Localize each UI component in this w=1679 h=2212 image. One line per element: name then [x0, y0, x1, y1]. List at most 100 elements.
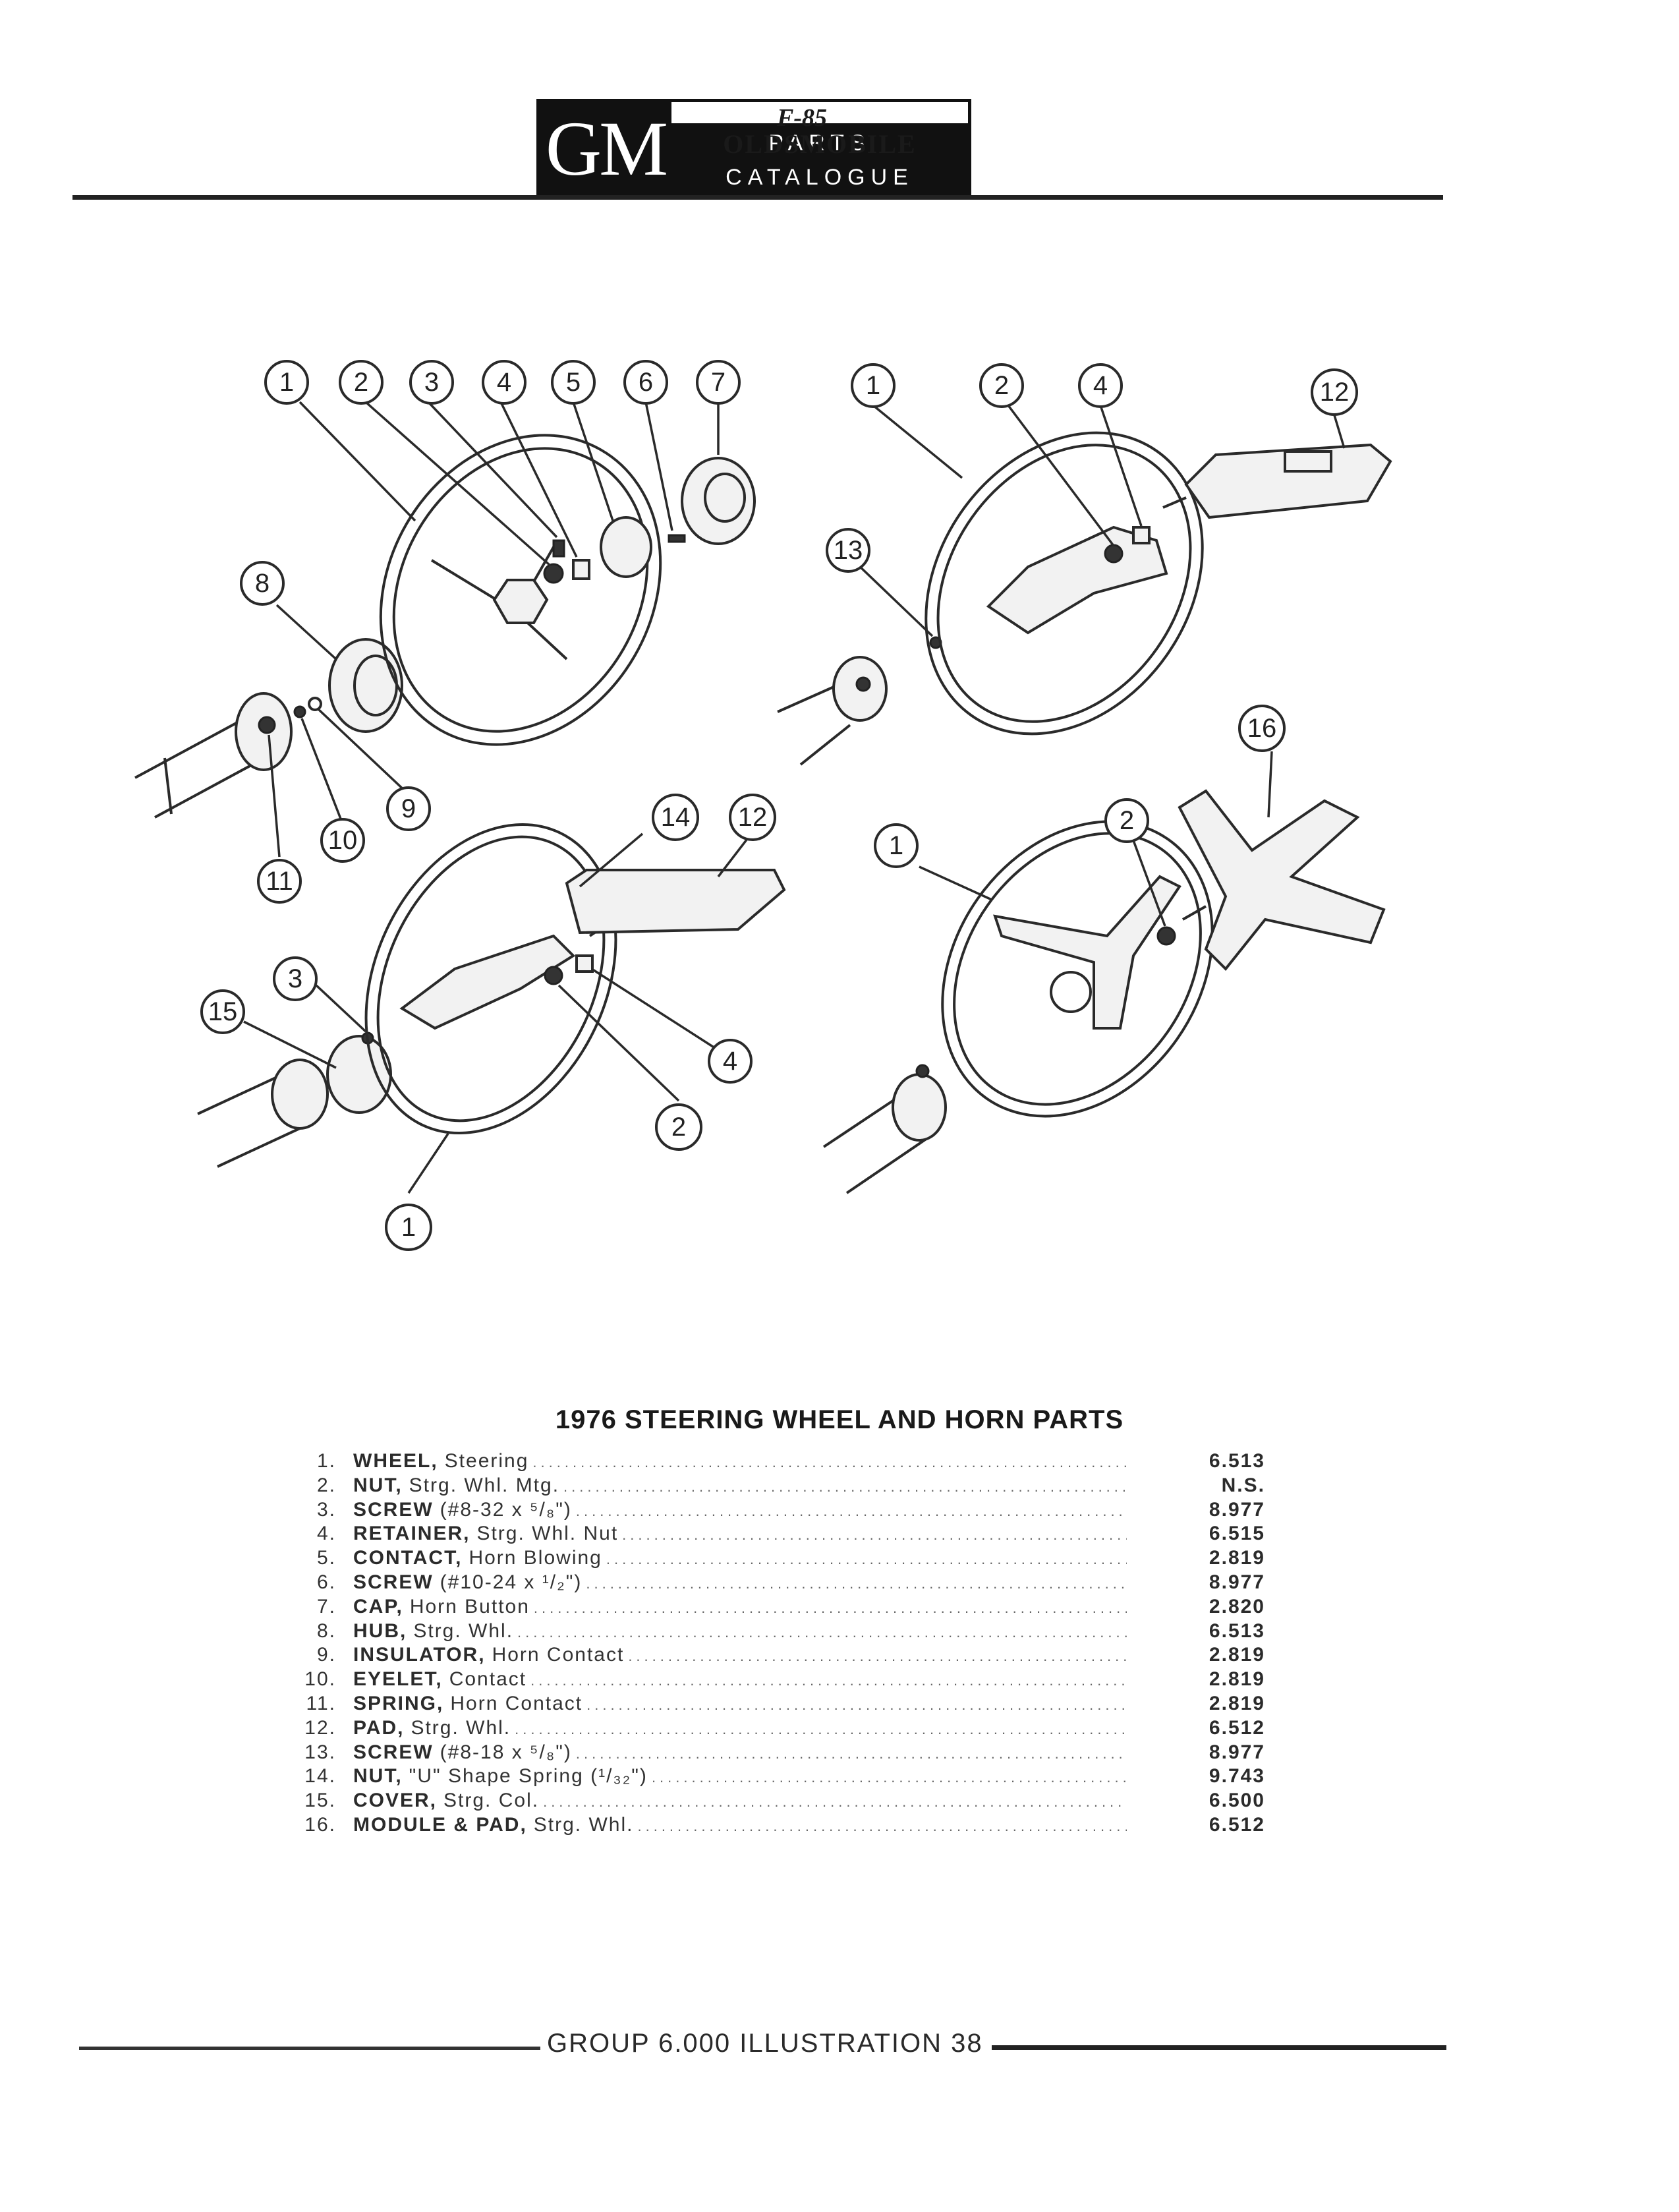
column-contact-d: [915, 1064, 930, 1078]
retainer-4-b: [1132, 526, 1151, 544]
part-name: HUB,: [353, 1619, 407, 1642]
callout-2d: 2: [1104, 798, 1149, 843]
part-reference: 8.977: [1209, 1571, 1265, 1593]
leader-dots: ........................................…: [606, 1551, 1127, 1568]
leader-6a: [644, 401, 673, 531]
part-name: NUT,: [353, 1474, 403, 1496]
callout-2c: 2: [655, 1103, 702, 1151]
parts-list-row: 16. MODULE & PAD, Strg. Whl...............…: [277, 1814, 1265, 1838]
part-reference: 6.513: [1209, 1450, 1265, 1472]
svg-text:14: 14: [661, 803, 691, 832]
callout-12c: 12: [729, 794, 776, 841]
leader-dots: ........................................…: [543, 1793, 1127, 1811]
svg-text:12: 12: [1320, 378, 1350, 407]
parts-list-row: 12.PAD,Strg. Whl........................…: [277, 1717, 1265, 1741]
cap-7-inner: [704, 473, 746, 523]
column-end-c: [271, 1059, 329, 1130]
leader-11: [268, 734, 281, 858]
svg-text:5: 5: [566, 368, 581, 397]
part-number: 5.: [316, 1547, 336, 1569]
callout-13: 13: [826, 528, 870, 573]
leader-dots: ........................................…: [517, 1623, 1127, 1641]
part-name: SPRING,: [353, 1692, 444, 1714]
part-name: PAD,: [353, 1716, 405, 1739]
svg-text:4: 4: [497, 368, 511, 397]
leader-2b: [1007, 404, 1115, 547]
part-name: MODULE & PAD,: [353, 1813, 527, 1836]
leader-15: [243, 1020, 337, 1069]
callout-7a: 7: [696, 360, 741, 405]
svg-text:1: 1: [866, 371, 880, 400]
callout-1b: 1: [851, 363, 896, 408]
spring-11: [258, 716, 276, 734]
leader-2d: [1132, 840, 1166, 927]
part-number: 14.: [304, 1765, 336, 1788]
logo-brand: OLDSMOBILE: [723, 129, 917, 159]
logo-top: F-85 OLDSMOBILE: [671, 102, 968, 159]
part-number: 7.: [316, 1595, 336, 1617]
part-number: 16.: [304, 1813, 336, 1836]
insulator-9: [308, 697, 322, 711]
screw-3-a: [552, 539, 565, 558]
wheel-b: [925, 431, 1204, 736]
module-pad-16: [1178, 789, 1386, 971]
part-description: Steering: [444, 1450, 529, 1472]
svg-text:2: 2: [354, 368, 368, 397]
callout-1d: 1: [874, 823, 919, 868]
leader-dots: ........................................…: [575, 1502, 1127, 1519]
retainer-4-a: [572, 559, 590, 580]
leader-12c: [717, 832, 753, 878]
leader-4c: [591, 968, 716, 1049]
leader-dots: ........................................…: [586, 1696, 1127, 1713]
part-description: (#8-18 x ⁵/₈"): [440, 1741, 572, 1763]
wheel-c-inner: [376, 835, 606, 1122]
nut-2-d: [1156, 926, 1176, 946]
leader-dots: ........................................…: [637, 1817, 1127, 1834]
leader-10: [300, 718, 344, 825]
svg-text:1: 1: [279, 368, 294, 397]
part-reference: 2.819: [1209, 1692, 1265, 1714]
parts-list-row: 13.SCREW(#8-18 x ⁵/₈")..................…: [277, 1741, 1265, 1766]
pad-12-b: [1184, 443, 1392, 519]
part-number: 4.: [316, 1523, 336, 1545]
part-description: Horn Button: [409, 1595, 530, 1617]
leader-4a: [499, 401, 578, 558]
part-description: Horn Contact: [450, 1692, 583, 1714]
eyelet-10: [293, 705, 306, 718]
wheel-d-spokes: [993, 875, 1181, 1030]
svg-text:2: 2: [994, 371, 1009, 400]
leader-dots: ........................................…: [530, 1672, 1127, 1689]
svg-text:3: 3: [288, 964, 302, 993]
part-description: Strg. Whl.: [533, 1813, 634, 1836]
leader-1a: [299, 401, 416, 522]
part-reference: 8.977: [1209, 1741, 1265, 1763]
leader-dots: ........................................…: [563, 1478, 1127, 1495]
leader-4b: [1099, 405, 1143, 527]
wheel-a-hub: [492, 579, 549, 624]
callout-6a: 6: [623, 360, 668, 405]
svg-text:4: 4: [1093, 371, 1108, 400]
part-reference: 2.819: [1209, 1668, 1265, 1691]
callout-4c: 4: [708, 1039, 753, 1084]
part-reference: N.S.: [1221, 1474, 1265, 1496]
hub-8: [328, 638, 403, 733]
svg-text:1: 1: [889, 831, 903, 860]
part-reference: 2.819: [1209, 1547, 1265, 1569]
leader-13: [855, 562, 934, 637]
leader-1d: [919, 865, 992, 901]
svg-text:2: 2: [671, 1113, 686, 1142]
part-number: 10.: [304, 1668, 336, 1691]
part-number: 11.: [306, 1692, 336, 1714]
nut-2-c: [544, 966, 563, 985]
leader-dots: ........................................…: [651, 1769, 1127, 1786]
pad-12-emblem: [1284, 450, 1332, 473]
parts-list-row: 8. HUB, Strg. Whl.........................…: [277, 1620, 1265, 1644]
column-d: [822, 1093, 930, 1194]
part-number: 8.: [316, 1619, 336, 1642]
callout-12b: 12: [1311, 368, 1358, 416]
logo-gm-text: GM: [540, 102, 671, 194]
part-description: Strg. Whl.: [413, 1619, 514, 1642]
header-rule: [72, 195, 1443, 200]
leader-16: [1267, 751, 1273, 818]
parts-list-title: 1976 STEERING WHEEL AND HORN PARTS: [555, 1405, 1124, 1434]
